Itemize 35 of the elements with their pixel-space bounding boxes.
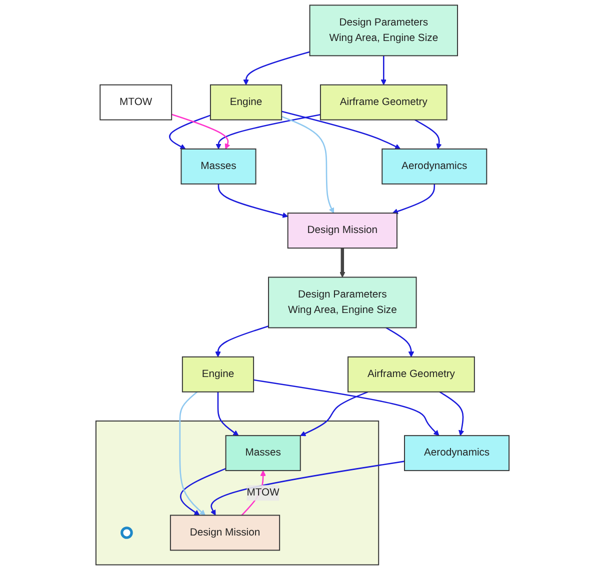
arrow xyxy=(386,327,414,358)
cluster xyxy=(95,420,380,566)
arrow xyxy=(180,468,226,516)
arrow xyxy=(179,391,206,516)
arrow xyxy=(171,114,230,150)
edge-label: MTOW xyxy=(246,487,280,498)
arrow xyxy=(217,392,239,436)
node-box: MTOW xyxy=(100,84,172,120)
arrow xyxy=(218,184,288,218)
arrow xyxy=(216,114,321,150)
arrow xyxy=(281,110,401,150)
node-box: Airframe Geometry xyxy=(348,356,475,392)
arrow xyxy=(439,391,464,436)
arrow xyxy=(243,51,310,86)
node-circle xyxy=(120,526,133,539)
node-box: Masses xyxy=(180,148,256,184)
node-box: Masses xyxy=(225,435,301,472)
node-box: Design Mission xyxy=(170,514,280,551)
node-box: Airframe Geometry xyxy=(320,84,448,120)
arrow xyxy=(253,379,440,436)
arrow xyxy=(169,114,211,150)
arrow xyxy=(392,184,436,214)
node-box: Design Mission xyxy=(287,212,398,249)
node-box: Design Parameters Wing Area, Engine Size xyxy=(268,276,417,328)
arrow xyxy=(340,248,346,278)
arrow xyxy=(300,391,368,436)
node-box: Design Parameters Wing Area, Engine Size xyxy=(309,4,458,56)
node-box: Aerodynamics xyxy=(382,148,488,184)
arrow xyxy=(380,56,386,86)
node-box: Engine xyxy=(182,356,254,392)
node-box: Engine xyxy=(210,84,282,120)
node-box: Aerodynamics xyxy=(404,435,510,472)
arrow xyxy=(414,119,442,150)
arrow xyxy=(281,116,334,214)
arrow xyxy=(215,326,269,358)
